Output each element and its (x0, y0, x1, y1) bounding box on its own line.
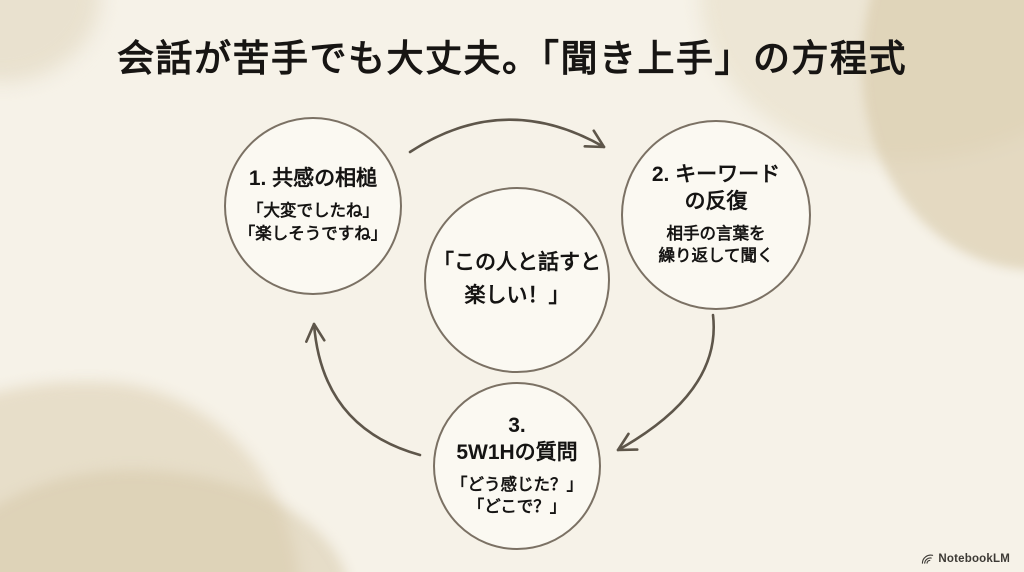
step-circle-3: 3. 5W1Hの質問 「どう感じた？」 「どこで？」 (433, 382, 601, 550)
watermark-label: NotebookLM (938, 553, 1010, 565)
step-circle-1: 1. 共感の相槌 「大変でしたね」 「楽しそうですね」 (224, 117, 402, 295)
goal-text-line: 「この人と話すと (433, 251, 601, 275)
step-3-detail: 「どう感じた？」 「どこで？」 (451, 474, 583, 520)
step-1-detail-line: 「大変でしたね」 (247, 202, 379, 221)
step-3-heading: 3. 5W1Hの質問 (456, 413, 577, 467)
arrow-step3-to-step1 (305, 322, 422, 457)
notebooklm-watermark: NotebookLM (921, 553, 1010, 565)
step-3-heading-line: 3. (508, 413, 526, 437)
step-2-detail-line: 相手の言葉を (666, 224, 766, 243)
step-circle-2: 2. キーワード の反復 相手の言葉を 繰り返して聞く (621, 120, 811, 310)
step-1-detail-line: 「楽しそうですね」 (238, 224, 388, 243)
step-3-detail-line: 「どう感じた？」 (451, 475, 583, 494)
step-2-heading-line: の反復 (684, 189, 748, 213)
step-2-heading-line: 2. キーワード (651, 162, 781, 186)
step-3-detail-line: 「どこで？」 (467, 498, 567, 517)
step-1-detail: 「大変でしたね」 「楽しそうですね」 (239, 200, 388, 246)
arrow-step1-to-step2 (408, 118, 606, 154)
step-1-heading: 1. 共感の相槌 (248, 167, 378, 191)
goal-circle: 「この人と話すと 楽しい！」 (424, 187, 610, 373)
slide-title: 会話が苦手でも大丈夫。「聞き上手」の方程式 (117, 39, 907, 80)
step-2-heading: 2. キーワード の反復 (652, 162, 780, 216)
notebooklm-icon (922, 554, 934, 564)
step-2-detail: 相手の言葉を 繰り返して聞く (658, 223, 773, 269)
goal-text-line: 楽しい！」 (464, 284, 570, 307)
arrow-step2-to-step3 (616, 313, 716, 452)
step-3-heading-line: 5W1Hの質問 (456, 440, 578, 464)
step-2-detail-line: 繰り返して聞く (658, 247, 774, 266)
goal-text: 「この人と話すと 楽しい！」 (433, 247, 601, 312)
